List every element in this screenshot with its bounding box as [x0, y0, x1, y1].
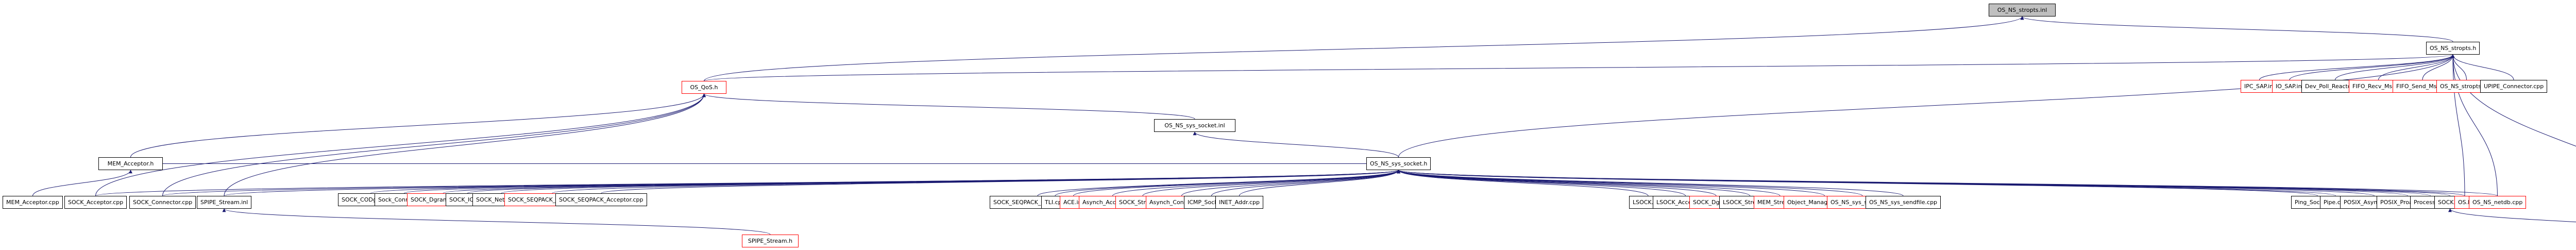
file-node-io-sap-inl[interactable]: IO_SAP.inl: [2272, 80, 2307, 93]
edge-b_sock_dgram_inl-to-n_sys_socket_h: [1397, 170, 1717, 196]
edge-n_fifo_send-to-n_stropts_h: [2422, 54, 2455, 80]
file-node-os-ns-netdb-cpp[interactable]: OS_NS_netdb.cpp: [2469, 196, 2527, 209]
edge-n_sys_socket_inl-to-n_qos_h: [702, 93, 1195, 120]
file-node-mem-acceptor-h[interactable]: MEM_Acceptor.h: [98, 157, 163, 170]
edge-b_asynch_acceptor-to-n_sys_socket_h: [1112, 170, 1400, 196]
file-node-os-qos-h[interactable]: OS_QoS.h: [682, 81, 726, 94]
file-node-spipe-stream-h[interactable]: SPIPE_Stream.h: [742, 235, 799, 247]
file-node-os-ns-sys-sendfile-cpp[interactable]: OS_NS_sys_sendfile.cpp: [1866, 196, 1941, 209]
file-node-os-ns-sys-socket-h[interactable]: OS_NS_sys_socket.h: [1366, 157, 1431, 170]
edge-n_qos_h-to-n_stropts_h: [704, 54, 2454, 81]
edge-b_sock_acceptor_cpp-to-n_sys_socket_h: [95, 170, 1400, 196]
edge-b_sock_acceptor_cpp-to-n_qos_h: [95, 93, 706, 196]
edge-b_spipe_stream_inl-to-n_qos_h: [224, 93, 706, 196]
edge-n_sys_socket_h-to-n_stropts_h: [1398, 54, 2455, 158]
edge-n_stropts_h-to-n_root: [2020, 16, 2453, 42]
file-node-upipe-connector-cpp[interactable]: UPIPE_Connector.cpp: [2480, 80, 2548, 93]
edge-n_ipc_sap-to-n_stropts_h: [2259, 54, 2455, 80]
edge-b_icmp_socket-to-n_sys_socket_h: [1211, 170, 1400, 196]
edge-b_sock_connector_cpp-to-n_qos_h: [162, 93, 706, 196]
edge-b_lsock-to-n_sys_socket_h: [1397, 170, 1649, 196]
file-node-inet-addr-cpp[interactable]: INET_Addr.cpp: [1215, 196, 1263, 209]
edge-b_mem_stream_inl-to-n_sys_socket_h: [1397, 170, 1781, 196]
edge-n_mem_acceptor_h-to-n_qos_h: [130, 93, 706, 158]
edge-n_sock_h-to-b_sock_inl: [2448, 208, 2576, 223]
edge-b_object_manager_base-to-n_sys_socket_h: [1397, 170, 1825, 196]
file-node-mem-acceptor-cpp[interactable]: MEM_Acceptor.cpp: [3, 196, 63, 209]
file-node-sock-connector-cpp[interactable]: SOCK_Connector.cpp: [129, 196, 196, 209]
edge-n_sys_socket_h-to-n_sys_socket_inl: [1193, 131, 1399, 158]
file-node-os-ns-stropts-inl[interactable]: OS_NS_stropts.inl: [1989, 4, 2056, 16]
file-node-sock-seqpack-acceptor-cpp[interactable]: SOCK_SEQPACK_Acceptor.cpp: [555, 193, 647, 206]
edge-b_inet_addr-to-n_sys_socket_h: [1239, 170, 1400, 196]
edge-b_asynch_connector-to-n_sys_socket_h: [1181, 170, 1400, 196]
edge-n_io_sap-to-n_stropts_h: [2289, 54, 2455, 80]
edge-b_os_ns_sys_socket_cpp-to-n_sys_socket_h: [1397, 170, 1863, 196]
edge-b_os_ns_netdb-to-n_stropts_h: [2451, 54, 2498, 196]
edge-b_ace_inl-to-n_sys_socket_h: [1073, 170, 1400, 196]
file-node-sock-acceptor-cpp[interactable]: SOCK_Acceptor.cpp: [64, 196, 127, 209]
edge-b_os_h-to-n_stropts_h: [2451, 54, 2465, 196]
edge-n_spipe_stream_h-to-b_spipe_stream_inl: [222, 208, 771, 235]
edge-b_os_ns_sys_sendfile-to-n_sys_socket_h: [1397, 170, 1904, 196]
edge-n_qos_h-to-n_root: [704, 16, 2024, 81]
edge-b_os_ns_netdb-to-n_sys_socket_h: [1397, 170, 2498, 196]
edge-b_mem_acceptor_cpp-to-n_mem_acceptor_h: [32, 170, 132, 196]
edge-b_lsock_stream-to-n_sys_socket_h: [1397, 170, 1750, 196]
edge-b_tli-to-n_sys_socket_h: [1055, 170, 1400, 196]
edge-n_upipe_conn-to-n_stropts_h: [2451, 54, 2514, 80]
file-node-os-ns-sys-socket-inl[interactable]: OS_NS_sys_socket.inl: [1154, 119, 1235, 132]
edge-b_sock_stream_inl-to-n_sys_socket_h: [1142, 170, 1400, 196]
edge-n_fifo_recv-to-n_stropts_h: [2378, 54, 2455, 80]
edge-n_dev_poll-to-n_stropts_h: [2335, 54, 2455, 80]
file-node-os-ns-stropts-h[interactable]: OS_NS_stropts.h: [2426, 42, 2480, 55]
edge-b_seqpack_acceptor-to-n_sys_socket_h: [601, 170, 1400, 194]
file-node-spipe-stream-inl[interactable]: SPIPE_Stream.inl: [197, 196, 252, 209]
